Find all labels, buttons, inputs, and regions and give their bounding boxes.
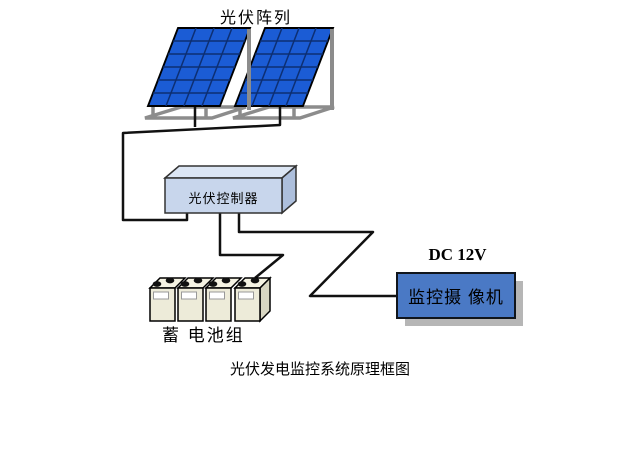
pv-array-label: 光伏阵列 bbox=[220, 10, 293, 27]
camera-box bbox=[396, 272, 523, 326]
battery-label-sticker bbox=[209, 291, 225, 300]
controller-front-face bbox=[164, 177, 283, 214]
battery-terminal bbox=[152, 281, 162, 287]
battery-terminal bbox=[221, 277, 231, 284]
pv-panel-right-grid bbox=[239, 28, 329, 106]
battery-bank-label: 蓄 电池组 bbox=[162, 326, 245, 345]
battery-label-sticker bbox=[181, 291, 197, 300]
controller-top-face bbox=[162, 165, 299, 179]
pv-panel-left bbox=[146, 27, 252, 107]
diagram-caption: 光伏发电监控系统原理框图 bbox=[229, 361, 410, 378]
dc-voltage-label: DC 12V bbox=[428, 245, 487, 264]
wire-panels-to-controller bbox=[121, 107, 282, 222]
battery-cell bbox=[233, 276, 272, 323]
pv-panel-left-grid bbox=[152, 28, 246, 106]
battery-label-sticker bbox=[153, 291, 169, 300]
battery-cell bbox=[204, 277, 243, 322]
battery-terminal bbox=[180, 281, 190, 287]
battery-label-sticker bbox=[238, 291, 254, 300]
panel-posts bbox=[247, 29, 334, 110]
controller-label: 光伏控制器 bbox=[188, 191, 259, 206]
camera-body bbox=[396, 272, 516, 319]
battery-cell bbox=[148, 277, 187, 322]
battery-terminal bbox=[193, 277, 203, 284]
wires bbox=[121, 107, 397, 298]
controller-box bbox=[162, 164, 299, 215]
battery-terminal bbox=[165, 277, 175, 284]
battery-terminal bbox=[237, 281, 247, 287]
camera-label: 监控摄 像机 bbox=[408, 288, 504, 307]
pv-panel-right bbox=[233, 27, 335, 107]
battery-terminal bbox=[250, 277, 260, 284]
battery-terminal bbox=[208, 281, 218, 287]
battery-bank bbox=[148, 276, 272, 323]
battery-cell bbox=[176, 277, 215, 322]
wire-controller-to-camera bbox=[237, 213, 397, 298]
wire-controller-to-battery bbox=[218, 213, 285, 279]
